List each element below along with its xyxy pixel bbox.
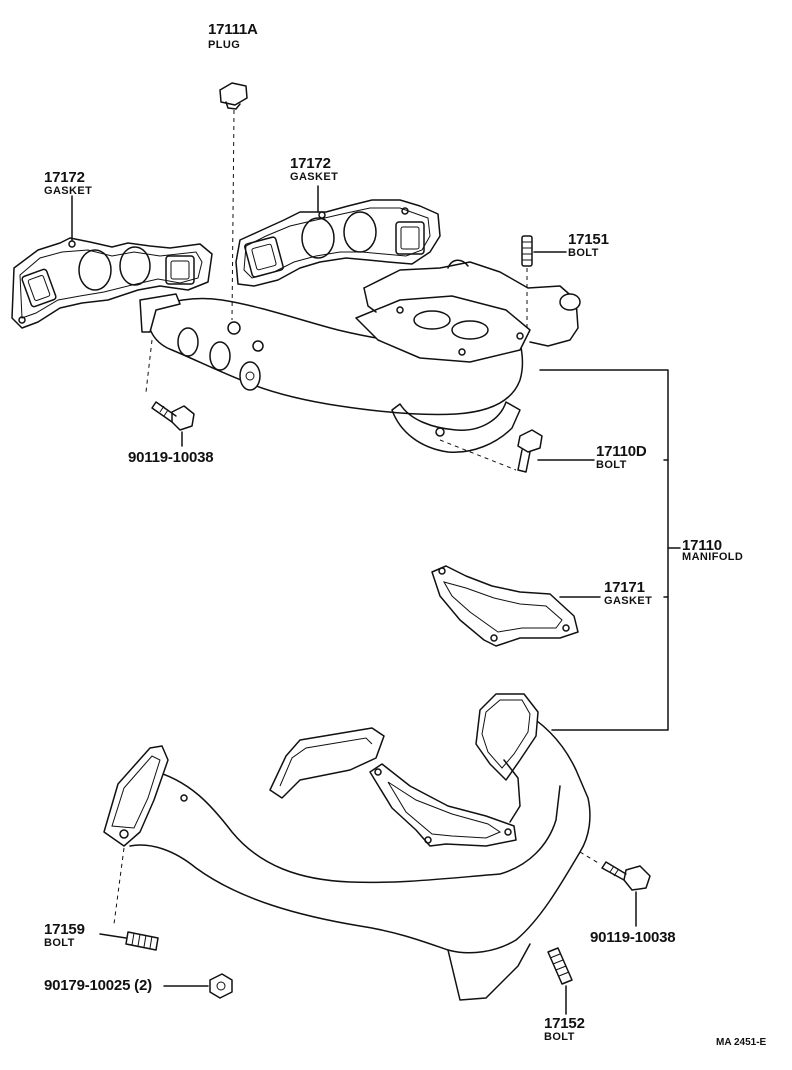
intake-manifold-part [139,259,581,453]
bolt-lower-part-number: 90119-10038 [590,929,676,946]
gasket-17171-number: 17171 [604,579,645,596]
bolt-17110d-number: 17110D [596,443,647,460]
bolt-17151-number: 17151 [568,231,609,248]
bolt-17159-number: 17159 [44,921,85,938]
nut-part [209,973,233,999]
bolt-17152-number: 17152 [544,1015,585,1032]
gasket-17171-part [431,565,579,647]
stud-bolt-17159-part [125,931,159,951]
center-gasket-part-number: 17172 [290,155,331,172]
plug-part-name: PLUG [208,39,241,51]
left-gasket-part-number: 17172 [44,169,85,186]
stud-bolt-17152-part [547,947,573,985]
left-intake-gasket-part [11,237,213,329]
gasket-17171-name: GASKET [604,595,653,607]
bolt-upper-part-number: 90119-10038 [128,449,214,466]
plug-part-number: 17111A [208,21,258,38]
center-intake-gasket-part [235,199,441,287]
bolt-17159-name: BOLT [44,937,75,949]
bolt-17151-name: BOLT [568,247,599,259]
stud-bolt-17151-part [521,235,533,267]
exhaust-manifold-part [103,693,591,1001]
bolt-17110d-name: BOLT [596,459,627,471]
center-gasket-part-name: GASKET [290,171,339,183]
manifold-part-name: MANIFOLD [682,551,744,563]
left-gasket-part-name: GASKET [44,185,93,197]
plug-part [219,82,248,110]
manifold-group-bracket [539,369,669,731]
flange-bolt-upper-part [151,401,195,431]
manifold-part-number: 17110 [682,537,722,554]
diagram-reference-code: MA 2451-E [716,1037,767,1048]
bolt-17110d-part [517,429,543,473]
bolt-17152-name: BOLT [544,1031,575,1043]
flange-bolt-lower-part [601,861,651,891]
nut-part-number: 90179-10025 (2) [44,977,152,994]
